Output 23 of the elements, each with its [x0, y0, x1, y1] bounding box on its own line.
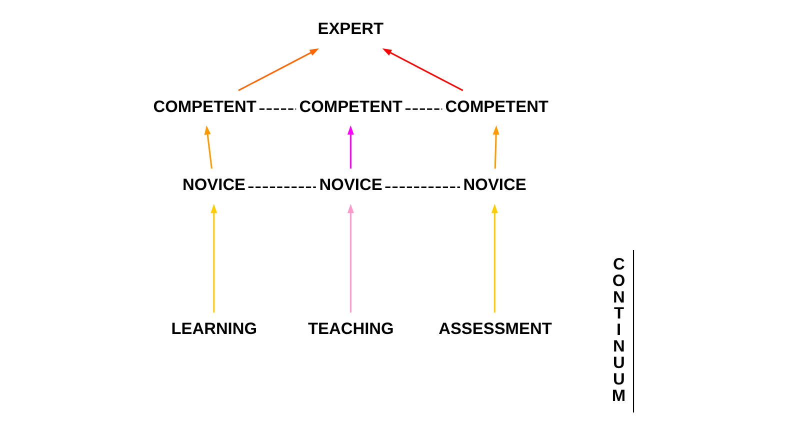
arrow	[492, 125, 499, 169]
connector	[248, 186, 316, 188]
node-text: NOVICE	[462, 176, 526, 194]
node-text: NOVICE	[318, 176, 382, 194]
node-text: TEACHING	[307, 320, 394, 338]
node-text: COMPETENT	[444, 98, 548, 116]
connector	[404, 108, 442, 110]
arrow	[346, 204, 354, 313]
arrow	[238, 48, 319, 92]
node-text: COMPETENT	[152, 98, 256, 116]
arrow	[346, 125, 354, 169]
arrow	[204, 125, 212, 169]
node-text: LEARNING	[170, 320, 257, 338]
arrow	[210, 204, 217, 313]
node-text: NOVICE	[182, 176, 246, 194]
label: CONTINUUM	[611, 255, 626, 405]
arrow	[490, 204, 498, 313]
node-text: ASSESSMENT	[438, 320, 552, 338]
connector	[258, 108, 296, 110]
connector	[384, 186, 460, 188]
arrow	[382, 48, 463, 92]
node-text: COMPETENT	[298, 98, 402, 116]
node-text: EXPERT	[317, 20, 384, 38]
